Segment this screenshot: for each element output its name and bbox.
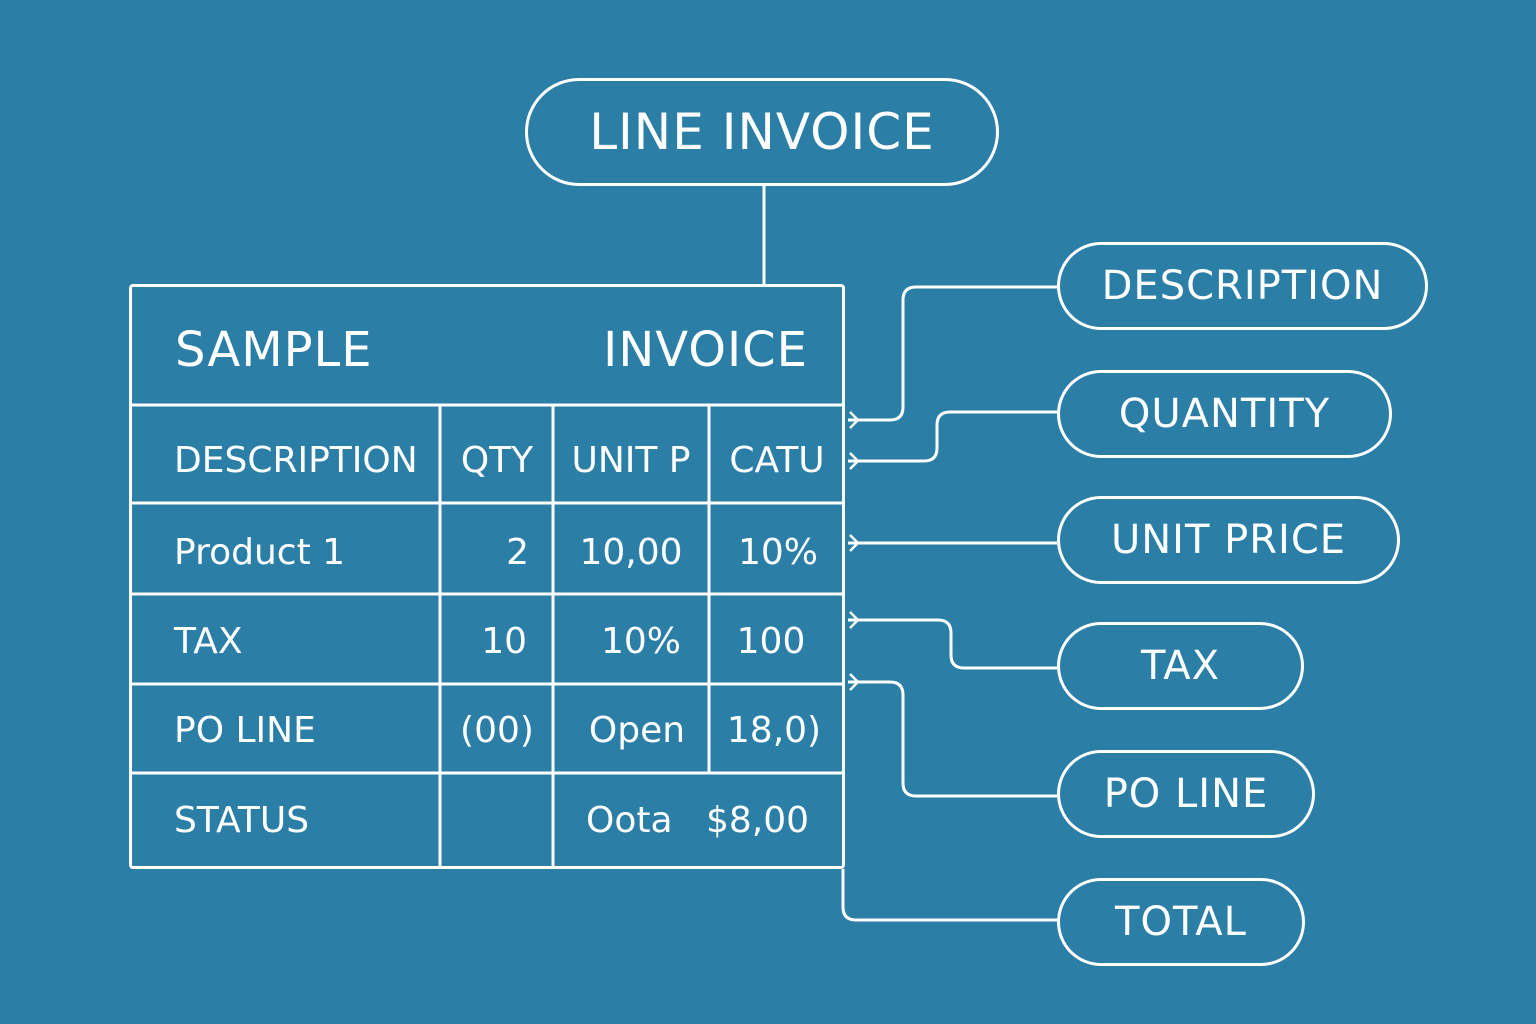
invoice-header-right: INVOICE [603, 322, 808, 378]
column-header-description: DESCRIPTION [174, 439, 418, 481]
field-node-tax-label: TAX [1140, 643, 1221, 689]
connector-po-line [848, 680, 1057, 798]
invoice-table [129, 284, 845, 869]
field-node-unit-price: UNIT PRICE [1057, 496, 1400, 584]
row2-unit-price: 10% [600, 620, 681, 662]
row3-unit-price: Open [588, 709, 686, 751]
row1-unit-price: 10,00 [579, 531, 683, 573]
field-node-total-label: TOTAL [1115, 899, 1247, 945]
connector-total [841, 869, 1057, 922]
arrow-tick-unit-price [849, 534, 860, 552]
field-node-quantity: QUANTITY [1057, 370, 1392, 458]
field-node-total: TOTAL [1057, 878, 1305, 966]
field-node-description-label: DESCRIPTION [1101, 263, 1384, 309]
invoice-header-left: SAMPLE [175, 322, 373, 378]
row1-catu: 10% [737, 531, 818, 573]
field-node-po-line: PO LINE [1057, 750, 1315, 838]
connector-description [848, 285, 1057, 422]
arrow-tick-quantity [849, 452, 860, 470]
field-node-po-line-label: PO LINE [1103, 771, 1269, 817]
row1-description: Product 1 [174, 531, 346, 573]
field-node-tax: TAX [1057, 622, 1304, 710]
row3-description: PO LINE [174, 709, 316, 751]
status-label: STATUS [174, 799, 310, 841]
column-header-catu: CATU [729, 439, 825, 481]
column-header-qty: QTY [460, 439, 534, 481]
status-value-a: Oota [586, 799, 673, 841]
row3-qty: (00) [460, 709, 534, 751]
root-node-line-invoice: LINE INVOICE [525, 78, 999, 186]
row2-qty: 10 [481, 620, 527, 662]
root-node-label: LINE INVOICE [589, 103, 935, 161]
status-qty [443, 790, 551, 850]
connector-quantity [848, 410, 1057, 463]
row1-qty: 2 [506, 531, 529, 573]
field-node-quantity-label: QUANTITY [1118, 391, 1331, 437]
field-node-unit-price-label: UNIT PRICE [1110, 517, 1347, 563]
arrow-tick-description [849, 411, 860, 429]
column-header-unit-price: UNIT P [571, 439, 691, 481]
status-value-b: $8,00 [706, 799, 810, 841]
arrow-tick-po-line [849, 673, 860, 691]
row3-catu: 18,0) [726, 709, 822, 751]
connector-tax [848, 618, 1057, 670]
row2-catu: 100 [736, 620, 806, 662]
arrow-tick-tax [849, 611, 860, 629]
row2-description: TAX [174, 620, 243, 662]
field-node-description: DESCRIPTION [1057, 242, 1428, 330]
